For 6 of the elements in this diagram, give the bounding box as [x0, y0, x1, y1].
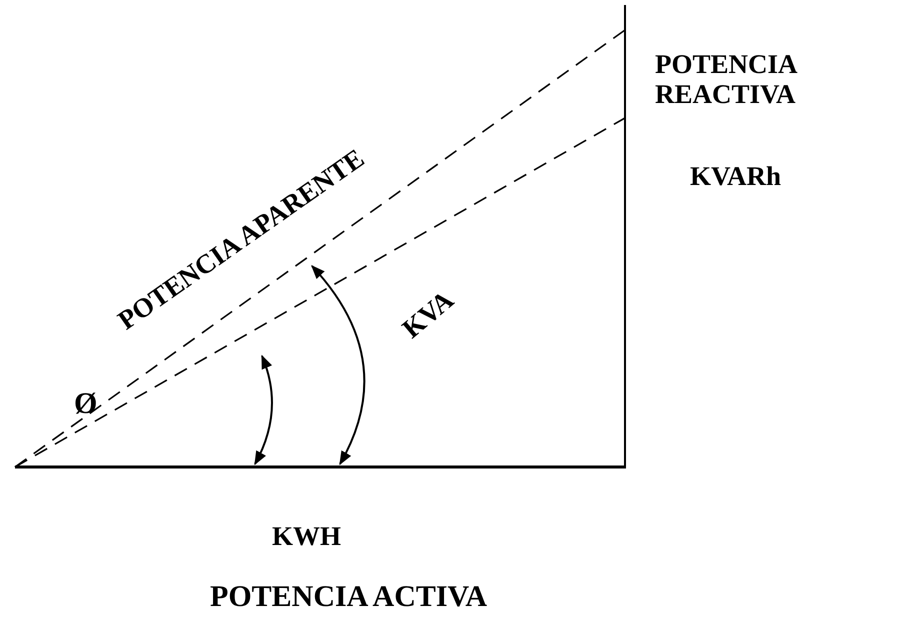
- unit-label: KVA: [397, 285, 460, 344]
- axis-label: POTENCIA ACTIVA: [210, 580, 488, 613]
- angle-symbol: Ø: [74, 387, 98, 420]
- unit-label: KWH: [272, 522, 342, 552]
- unit-label: KVARh: [690, 162, 782, 192]
- axis-label: POTENCIA REACTIVA: [655, 50, 798, 110]
